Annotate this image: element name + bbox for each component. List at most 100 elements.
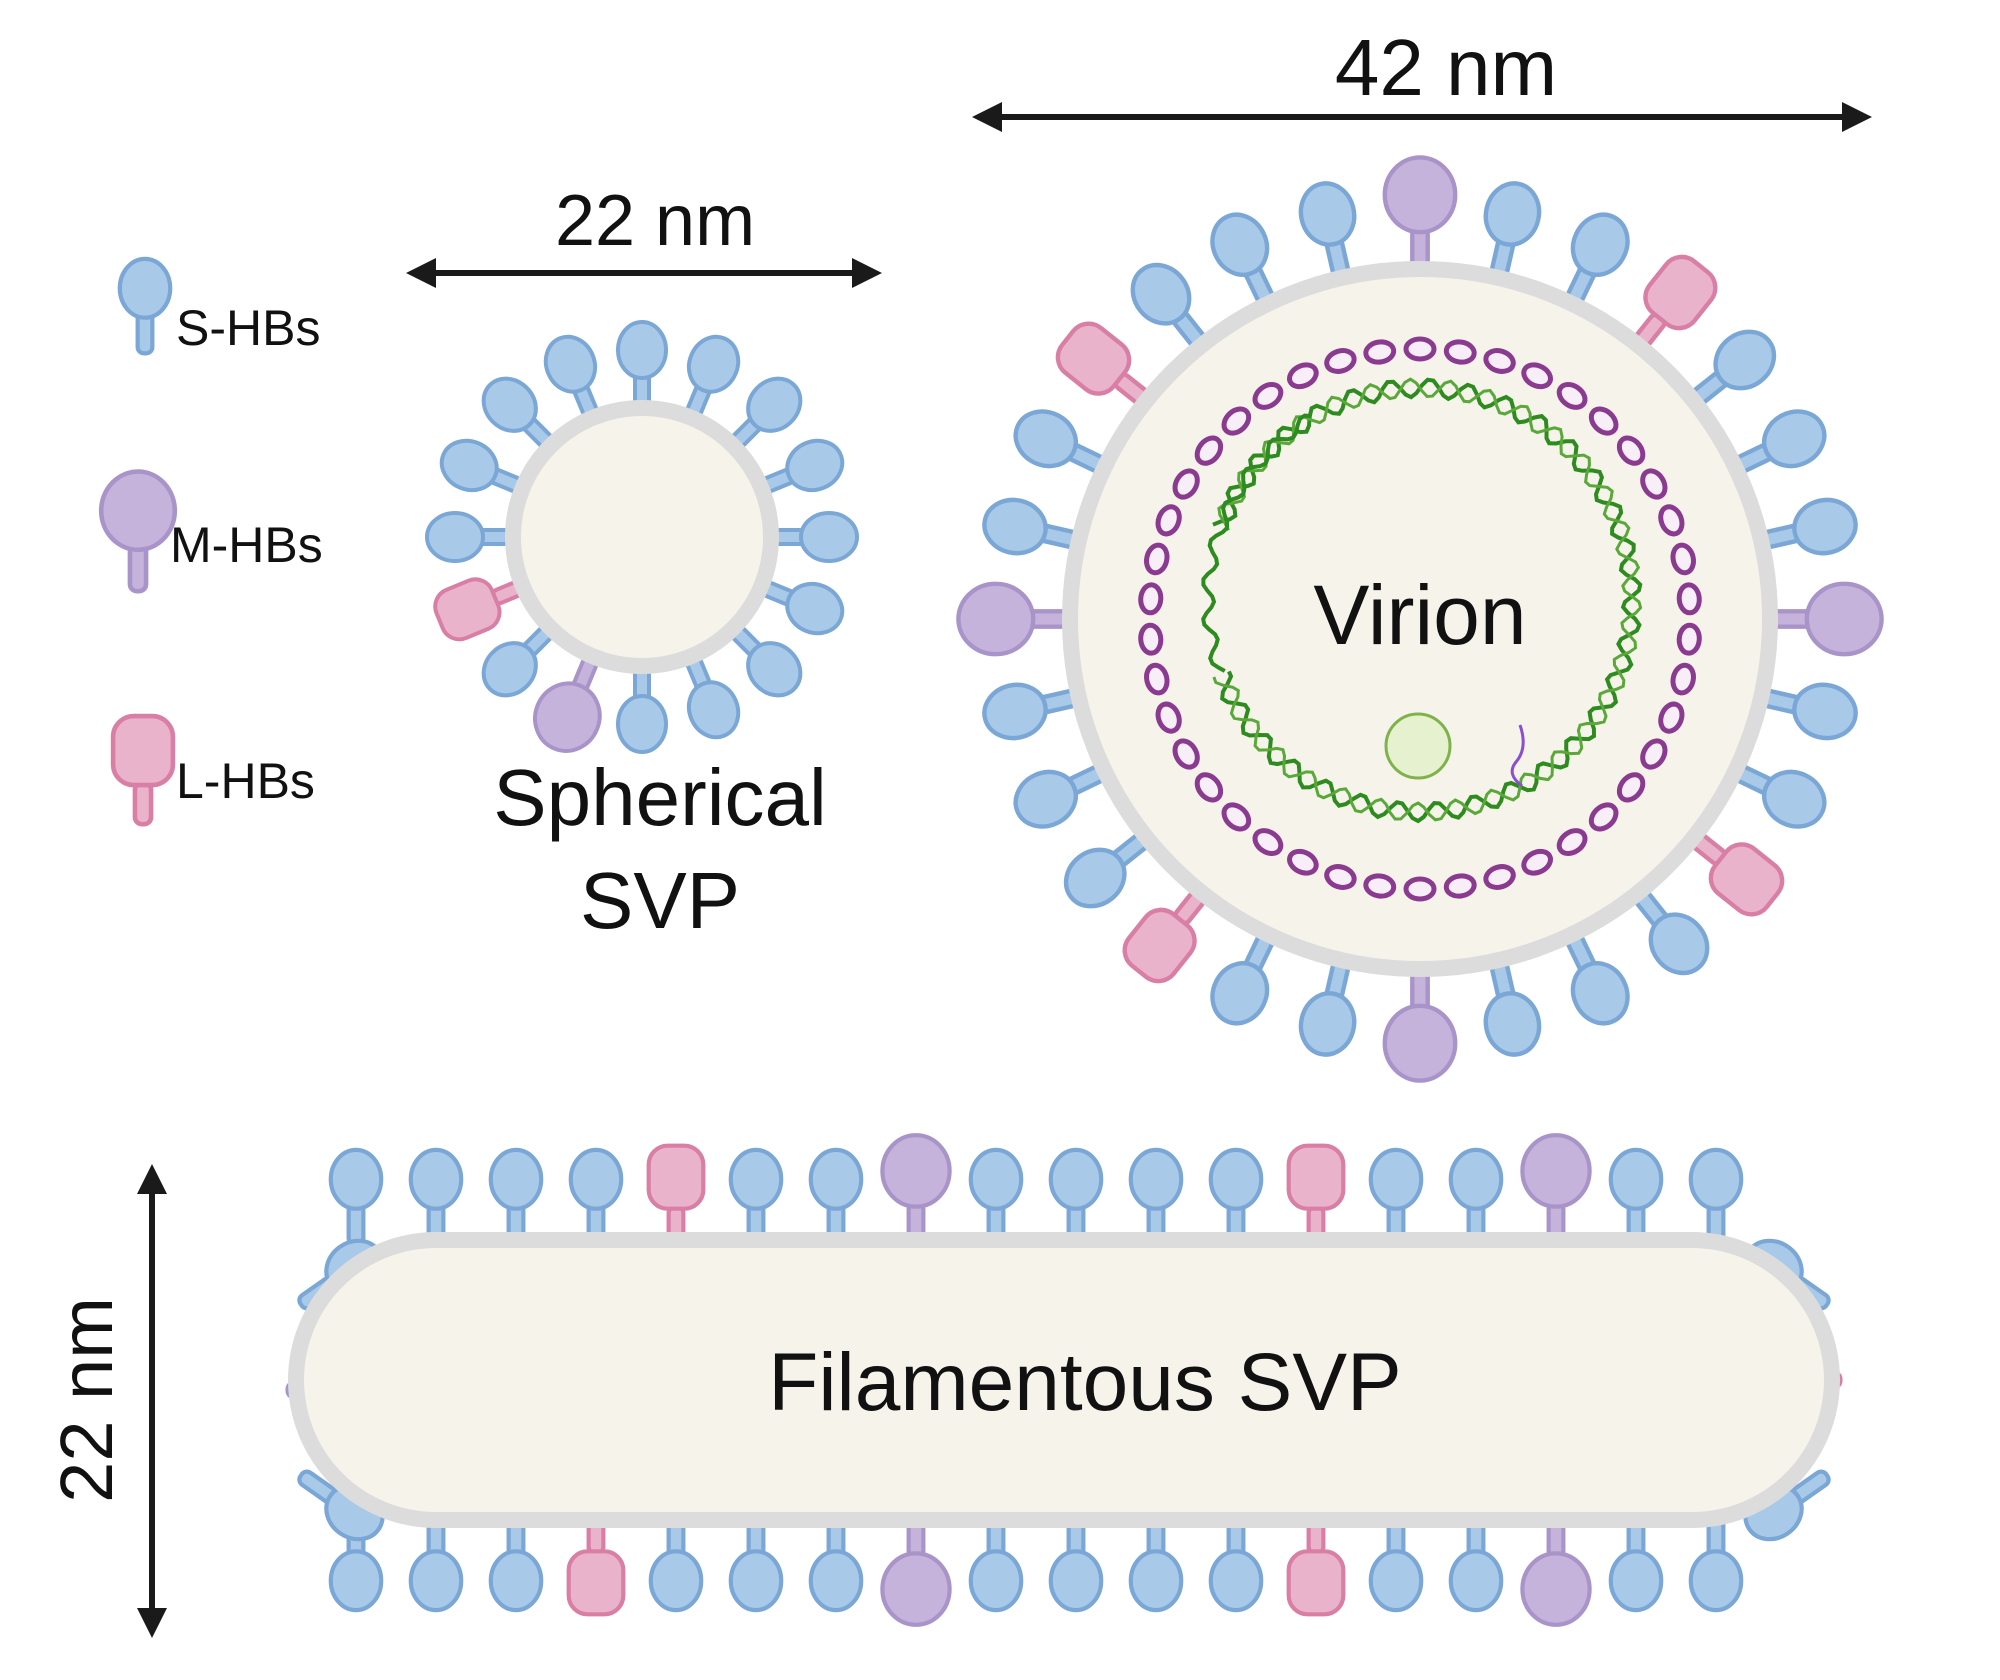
- l-hbs-protein: [1286, 1513, 1346, 1617]
- s-hbs-protein: [808, 1513, 864, 1613]
- capsid-subunit: [1363, 339, 1397, 365]
- capsid-subunit: [1658, 701, 1685, 734]
- s-hbs-protein: [488, 1513, 544, 1613]
- s-hbs-protein: [1128, 1147, 1184, 1247]
- s-hbs-protein: [1048, 1147, 1104, 1247]
- spherical-svp-label-line2: SVP: [580, 856, 740, 945]
- s-hbs-protein: [439, 438, 530, 496]
- capsid-subunit: [1252, 828, 1284, 857]
- dna-strand: [1212, 377, 1643, 824]
- capsid-subunit: [1324, 864, 1357, 890]
- capsid-subunit: [1144, 662, 1170, 696]
- s-hbs-protein: [117, 256, 173, 356]
- s-hbs-protein: [1128, 1513, 1184, 1613]
- s-hbs-protein: [616, 660, 668, 754]
- s-hbs-protein: [488, 1147, 544, 1247]
- filamentous-svp-size-label: 22 nm: [45, 1297, 128, 1503]
- filamentous-svp-label: Filamentous SVP: [768, 1337, 1402, 1428]
- capsid-subunit: [1443, 873, 1477, 899]
- l-hbs-protein: [646, 1143, 706, 1247]
- s-hbs-protein: [408, 1513, 464, 1613]
- dna-strand: [1212, 377, 1643, 822]
- s-hbs-protein: [616, 320, 668, 414]
- s-hbs-protein: [328, 1513, 384, 1613]
- s-hbs-protein: [1688, 1147, 1744, 1247]
- virion-surface-proteins: [956, 155, 1884, 1083]
- s-hbs-protein: [728, 1513, 784, 1613]
- capsid-subunit: [1676, 582, 1702, 616]
- virion: 42 nm Virion: [956, 23, 1884, 1083]
- capsid-subunit: [1670, 662, 1696, 696]
- spherical-svp-size-label: 22 nm: [555, 181, 755, 261]
- capsid-subunit: [1363, 873, 1397, 899]
- s-hbs-protein: [1368, 1513, 1424, 1613]
- s-hbs-protein: [648, 1513, 704, 1613]
- dna-single-strand: [1201, 413, 1312, 673]
- capsid-subunit: [1403, 876, 1437, 902]
- s-hbs-protein: [408, 1147, 464, 1247]
- capsid-subunit: [1483, 864, 1516, 890]
- s-hbs-protein: [754, 578, 845, 636]
- s-hbs-protein: [1210, 212, 1277, 310]
- s-hbs-protein: [968, 1513, 1024, 1613]
- capsid-subunit: [1640, 468, 1668, 500]
- capsid-subunit: [1155, 701, 1182, 734]
- m-hbs-protein: [98, 469, 178, 594]
- virion-label: Virion: [1313, 568, 1526, 662]
- capsid-subunit: [1403, 336, 1437, 362]
- capsid-subunit: [1640, 738, 1668, 770]
- m-hbs-protein: [1764, 581, 1884, 657]
- capsid-subunit: [1172, 738, 1200, 770]
- capsid-subunit: [1324, 348, 1357, 374]
- l-hbs-protein: [110, 713, 176, 827]
- capsid-subunit: [1287, 362, 1319, 390]
- capsid-subunit: [1172, 468, 1200, 500]
- virion-dna: [1201, 377, 1643, 824]
- m-hbs-protein: [1520, 1133, 1592, 1247]
- capsid-subunit: [1483, 348, 1516, 374]
- capsid-subunit: [1658, 504, 1685, 537]
- capsid-subunit: [1676, 622, 1702, 656]
- virion-capsid: [1138, 336, 1702, 902]
- legend-label-l-hbs: L-HBs: [176, 753, 315, 809]
- s-hbs-protein: [1608, 1147, 1664, 1247]
- s-hbs-protein: [568, 1147, 624, 1247]
- capsid-subunit: [1252, 381, 1284, 410]
- l-hbs-protein: [566, 1513, 626, 1617]
- capsid-subunit: [1616, 772, 1646, 803]
- legend-label-s-hbs: S-HBs: [176, 300, 320, 356]
- m-hbs-protein: [880, 1133, 952, 1247]
- capsid-subunit: [1443, 339, 1477, 365]
- capsid-subunit: [1556, 828, 1588, 857]
- capsid-subunit: [1287, 848, 1319, 876]
- rna-primer: [1510, 724, 1525, 788]
- capsid-subunit: [1155, 504, 1182, 537]
- capsid-subunit: [1221, 802, 1252, 832]
- s-hbs-protein: [728, 1147, 784, 1247]
- legend: S-HBs M-HBs L-HBs: [98, 256, 323, 827]
- s-hbs-protein: [1048, 1513, 1104, 1613]
- m-hbs-protein: [1382, 155, 1458, 275]
- s-hbs-protein: [1298, 954, 1357, 1057]
- spherical-svp: 22 nm Spherical SVP: [406, 181, 882, 945]
- s-hbs-protein: [765, 511, 859, 563]
- capsid-subunit: [1194, 435, 1224, 466]
- capsid-subunit: [1194, 772, 1224, 803]
- capsid-subunit: [1144, 542, 1170, 576]
- s-hbs-protein: [1608, 1513, 1664, 1613]
- polymerase: [1384, 712, 1452, 780]
- s-hbs-protein: [1688, 1513, 1744, 1613]
- capsid-subunit: [1616, 435, 1646, 466]
- s-hbs-protein: [1208, 1513, 1264, 1613]
- m-hbs-protein: [956, 581, 1076, 657]
- s-hbs-protein: [808, 1147, 864, 1247]
- legend-label-m-hbs: M-HBs: [170, 517, 323, 573]
- capsid-subunit: [1670, 542, 1696, 576]
- capsid-subunit: [1521, 362, 1553, 390]
- capsid-subunit: [1221, 406, 1252, 436]
- l-hbs-protein: [1286, 1143, 1346, 1247]
- s-hbs-protein: [1448, 1147, 1504, 1247]
- spherical-svp-label-line1: Spherical: [493, 753, 827, 842]
- capsid-subunit: [1138, 582, 1164, 616]
